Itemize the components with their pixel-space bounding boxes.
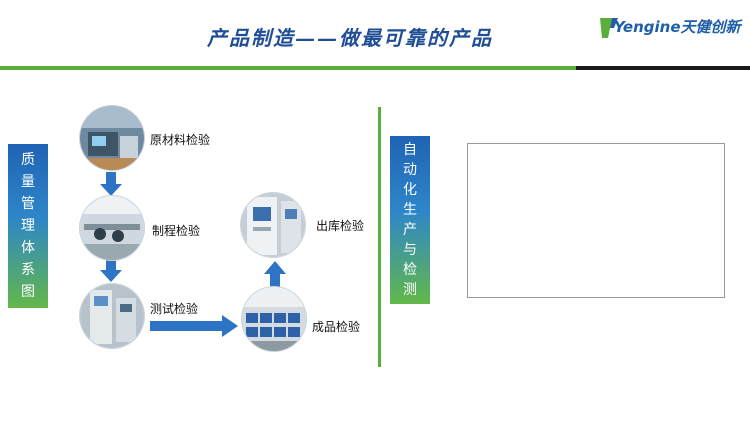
side-char: 动 bbox=[403, 162, 417, 178]
automation-label: 自 动 化 生 产 与 检 测 bbox=[390, 136, 430, 304]
test-photo bbox=[80, 284, 144, 348]
side-char: 量 bbox=[21, 174, 35, 190]
section-divider bbox=[378, 107, 381, 367]
arrow-down-icon bbox=[100, 258, 122, 282]
side-char: 与 bbox=[403, 242, 417, 258]
side-char: 测 bbox=[403, 282, 417, 298]
company-logo bbox=[600, 18, 618, 38]
raw-material-photo bbox=[80, 106, 144, 170]
side-char: 理 bbox=[21, 218, 35, 234]
side-char: 图 bbox=[21, 284, 35, 300]
side-char: 生 bbox=[403, 202, 417, 218]
side-char: 管 bbox=[21, 196, 35, 212]
side-char: 检 bbox=[403, 262, 417, 278]
side-char: 体 bbox=[21, 240, 35, 256]
media-placeholder bbox=[467, 143, 725, 298]
step-test-label: 测试检验 bbox=[150, 302, 199, 316]
arrow-up-icon bbox=[264, 261, 286, 288]
side-char: 质 bbox=[21, 152, 35, 168]
outbound-photo bbox=[241, 193, 305, 257]
arrow-right-icon bbox=[150, 315, 238, 337]
side-char: 系 bbox=[21, 262, 35, 278]
side-char: 产 bbox=[403, 222, 417, 238]
process-photo bbox=[80, 196, 144, 260]
step-outbound-label: 出库检验 bbox=[316, 219, 365, 233]
header-divider-green bbox=[0, 66, 582, 70]
header-divider-dark bbox=[576, 66, 750, 70]
step-process-label: 制程检验 bbox=[152, 224, 201, 238]
side-char: 化 bbox=[403, 182, 417, 198]
logo-text: Yengine天健创新 bbox=[614, 18, 741, 36]
finished-product-photo bbox=[242, 287, 306, 351]
side-char: 自 bbox=[403, 142, 417, 158]
page-title: 产品制造——做最可靠的产品 bbox=[207, 26, 493, 50]
quality-system-label: 质 量 管 理 体 系 图 bbox=[8, 144, 48, 308]
step-raw-material-label: 原材料检验 bbox=[150, 133, 211, 147]
arrow-down-icon bbox=[100, 172, 122, 196]
step-finished-label: 成品检验 bbox=[312, 320, 361, 334]
